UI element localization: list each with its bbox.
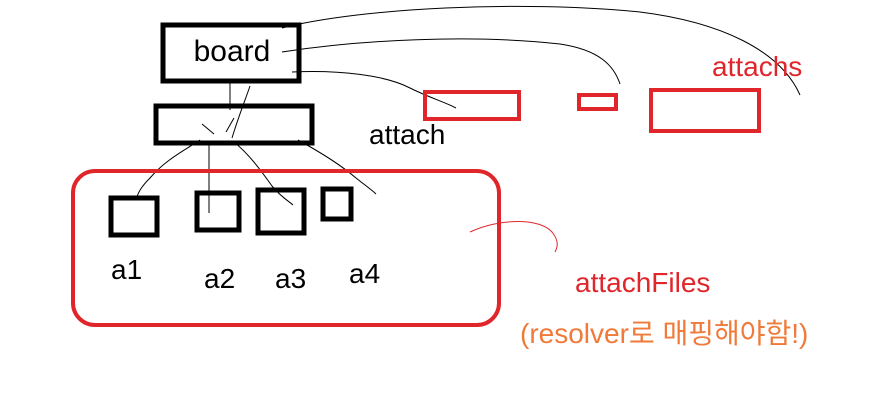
- attachs-label: attachs: [712, 51, 802, 82]
- a1-box: [108, 195, 160, 238]
- board-to-attachs-curve-3: [291, 71, 457, 109]
- a3-label: a3: [275, 263, 306, 294]
- attachs-box-1: [423, 90, 521, 121]
- attach-files-pointer-curve: [469, 221, 558, 253]
- board-to-attachs-curve-1: [281, 5, 801, 96]
- attachs-box-2: [577, 93, 618, 111]
- board-label: board: [194, 35, 271, 68]
- a4-box: [320, 186, 354, 222]
- board-box: [160, 22, 302, 84]
- resolver-note: (resolver로 매핑해야함!): [520, 318, 808, 349]
- board-to-attachs-curve-2: [281, 38, 621, 85]
- attach-to-a3-line: [233, 141, 294, 206]
- attachs-box-3: [649, 88, 761, 133]
- board-to-attach-curve: [231, 85, 251, 139]
- a3-box: [255, 187, 307, 236]
- a2-box: [194, 190, 242, 233]
- attach-files-group: [71, 169, 501, 327]
- attach-files-label: attachFiles: [575, 267, 710, 298]
- attach-box: [153, 103, 315, 146]
- attach-to-a4-line: [297, 139, 377, 195]
- attach-label: attach: [369, 119, 445, 150]
- attach-tick-marks: [201, 117, 235, 135]
- a1-label: a1: [111, 254, 142, 285]
- attach-to-a1-line: [135, 139, 201, 201]
- a4-label: a4: [349, 258, 380, 289]
- a2-label: a2: [204, 263, 235, 294]
